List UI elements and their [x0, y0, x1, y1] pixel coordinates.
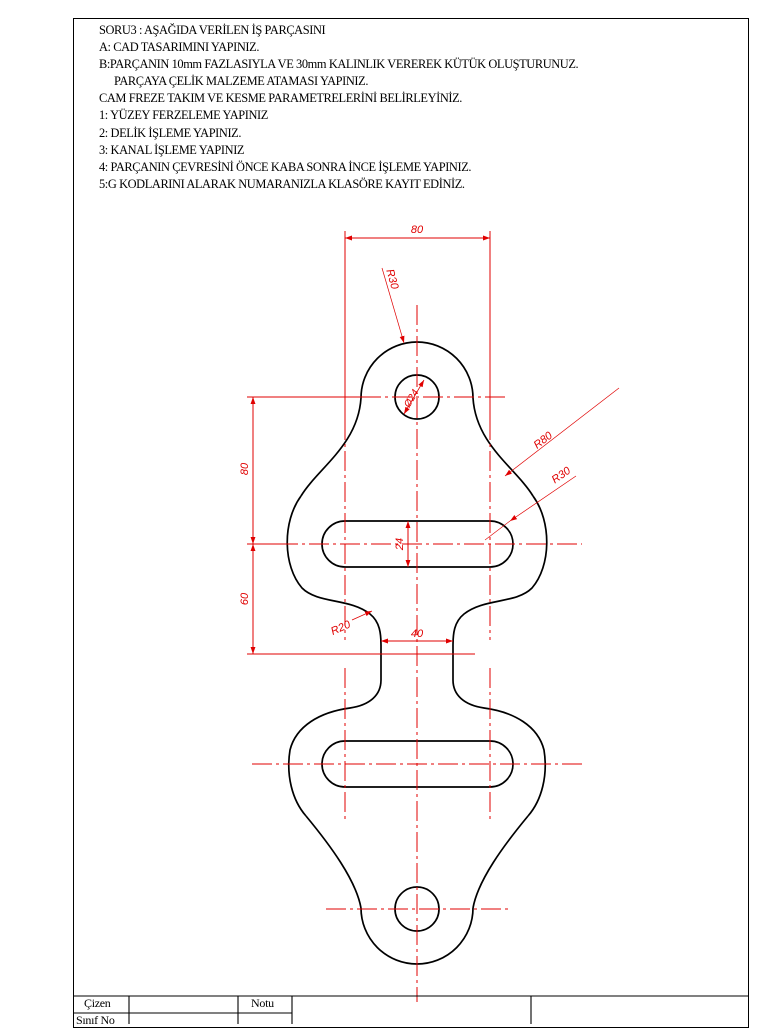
top-right-flank — [472, 397, 534, 497]
assignment-line: 3: KANAL İŞLEME YAPINIZ — [99, 142, 245, 157]
assignment-line: B:PARÇANIN 10mm FAZLASIYLA VE 30mm KALIN… — [99, 57, 579, 72]
dimension-labels: 80 R30 Ø24 R80 R30 80 24 60 R20 40 — [239, 224, 574, 640]
upper-left-wing — [286, 495, 382, 646]
assignment-line: 1: YÜZEY FERZELEME YAPINIZ — [99, 108, 268, 123]
dim-label-neck-fillet: R20 — [329, 618, 353, 638]
dim-label-side-outer-radius: R80 — [532, 429, 556, 451]
assignment-text: SORU3 : AŞAĞIDA VERİLEN İŞ PARÇASINI A: … — [99, 22, 739, 193]
assignment-line: PARÇAYA ÇELİK MALZEME ATAMASI YAPINIZ. — [114, 74, 369, 89]
dim-label-hole-diameter: Ø24 — [402, 387, 422, 410]
drawn-by-label: Çizen — [84, 996, 111, 1010]
assignment-line: 5:G KODLARINI ALARAK NUMARANIZLA KLASÖRE… — [99, 176, 465, 191]
dim-hole-leader — [403, 379, 425, 415]
class-number-label: Sınıf No — [76, 1013, 115, 1027]
grade-label: Notu — [251, 996, 274, 1010]
assignment-line: 4: PARÇANIN ÇEVRESİNİ ÖNCE KABA SONRA İN… — [99, 159, 472, 174]
lower-left-wing — [287, 679, 382, 817]
bottom-right-flank — [472, 815, 529, 909]
top-left-flank — [300, 397, 362, 497]
dim-r30-side-leader — [509, 475, 577, 522]
dim-label-upper-vertical: 80 — [239, 462, 251, 475]
upper-right-wing — [452, 495, 548, 646]
bottom-left-flank — [305, 815, 362, 909]
lower-right-wing — [452, 679, 547, 817]
dim-r30-side-leader-extension — [484, 520, 511, 541]
dim-label-top-width: 80 — [411, 224, 424, 236]
dim-label-lower-vertical: 60 — [239, 592, 251, 605]
dim-label-top-arc-radius: R30 — [383, 268, 400, 292]
dim-r20-leader — [351, 610, 373, 621]
dim-r80-leader — [504, 387, 620, 477]
title-block — [73, 995, 749, 1024]
assignment-line: 2: DELİK İŞLEME YAPINIZ. — [99, 125, 242, 140]
assignment-line: CAM FREZE TAKIM VE KESME PARAMETRELERİNİ… — [99, 91, 463, 106]
dim-label-side-lobe-radius: R30 — [550, 464, 574, 486]
assignment-line: A: CAD TASARIMINI YAPINIZ. — [99, 40, 260, 55]
dim-label-slot-width: 24 — [394, 538, 406, 551]
dim-r30-top-leader — [381, 267, 405, 344]
dim-label-neck-width: 40 — [411, 628, 424, 640]
assignment-line: SORU3 : AŞAĞIDA VERİLEN İŞ PARÇASINI — [99, 23, 326, 37]
dimension-lines — [247, 231, 620, 655]
